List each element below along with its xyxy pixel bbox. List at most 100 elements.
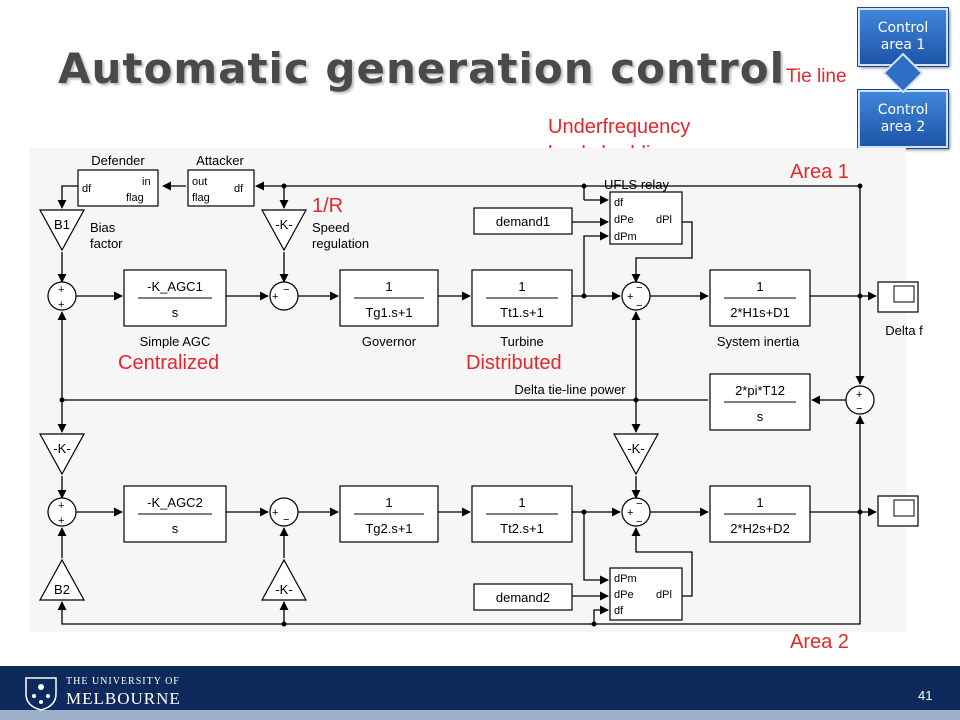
ufls-annotation-line1: Underfrequency: [548, 116, 691, 138]
ufls1-title: UFLS relay: [604, 177, 670, 192]
sign-agc1-top: +: [58, 284, 64, 296]
ufls1-in2: dPe: [614, 214, 634, 226]
tie-line-connector-icon: [882, 52, 924, 94]
ufls2-in1: dPm: [614, 573, 637, 585]
slide-title: Automatic generation control: [58, 44, 785, 93]
attacker-port-out: out: [192, 176, 207, 188]
inertia1-den: 2*H1s+D1: [730, 305, 790, 320]
ufls2-out: dPl: [656, 589, 672, 601]
control-area-1-label: Control area 1: [877, 19, 929, 54]
b1-caption1: Bias: [90, 220, 116, 235]
ufls1-in1: df: [614, 197, 624, 209]
turb2-den: Tt2.s+1: [500, 521, 544, 536]
sum-agc2: [47, 497, 77, 527]
demand2-block: [473, 583, 573, 611]
inertia2-den: 2*H2s+D2: [730, 521, 790, 536]
gov2-num: 1: [385, 495, 392, 510]
sign-gov2-bottom: −: [283, 514, 289, 526]
area2-annotation: Area 2: [790, 631, 849, 653]
university-line2: MELBOURNE: [66, 689, 181, 708]
sign-in2-top: −: [636, 498, 642, 510]
ufls1-out: dPl: [656, 214, 672, 226]
tie-den: s: [757, 409, 764, 424]
regulation2-gain-block: [260, 558, 308, 601]
agc1-num: -K_AGC1: [147, 279, 203, 294]
defender-port-flag: flag: [126, 192, 144, 204]
page-number: 41: [918, 688, 933, 703]
demand1-block: [473, 207, 573, 235]
gain-r1-label: -K-: [275, 217, 292, 232]
gain-r1-caption1: Speed: [312, 220, 350, 235]
agc-block-diagram: Defender df in flag Attacker out flag df…: [38, 153, 924, 653]
sign-gov2-left: +: [272, 507, 278, 519]
ufls2-in3: df: [614, 605, 624, 617]
sign-gov1-left: +: [272, 291, 278, 303]
b2-label: B2: [54, 582, 70, 597]
sum-gov1: [269, 281, 299, 311]
sign-tie-bottom: −: [856, 403, 862, 415]
tie-caption: Delta tie-line power: [514, 382, 626, 397]
sum-tie: [845, 385, 875, 415]
agc1-den: s: [172, 305, 179, 320]
gov1-caption: Governor: [362, 334, 417, 349]
defender-block: [77, 169, 159, 207]
defender-port-df: df: [82, 183, 92, 195]
area1-annotation: Area 1: [790, 161, 849, 183]
sign-in2-left: +: [627, 507, 633, 519]
agc2-num: -K_AGC2: [147, 495, 203, 510]
demand1-label: demand1: [496, 214, 550, 229]
sum-gov2: [269, 497, 299, 527]
gain-r1-caption2: regulation: [312, 236, 369, 251]
inertia1-caption: System inertia: [717, 334, 800, 349]
ufls1-in3: dPm: [614, 231, 637, 243]
speed-regulation-gain-block: [260, 209, 308, 252]
b1-gain-block: [38, 209, 86, 252]
defender-port-in: in: [142, 176, 151, 188]
sign-agc2-bottom: +: [58, 515, 64, 527]
attacker-title: Attacker: [196, 153, 244, 168]
inertia1-num: 1: [756, 279, 763, 294]
sum-inertia2: [621, 497, 651, 527]
one-over-r-annotation: 1/R: [312, 195, 343, 217]
sign-agc1-bottom: +: [58, 299, 64, 311]
b1-caption2: factor: [90, 236, 123, 251]
sign-agc2-top: +: [58, 500, 64, 512]
control-area-1-box: Control area 1: [858, 8, 948, 66]
sum-inertia1: [621, 281, 651, 311]
gov1-den: Tg1.s+1: [365, 305, 412, 320]
attacker-block: [187, 169, 255, 207]
gov2-den: Tg2.s+1: [365, 521, 412, 536]
university-crest-icon: [25, 677, 57, 711]
turb2-num: 1: [518, 495, 525, 510]
scope1-caption: Delta f: [885, 323, 923, 338]
control-area-2-label: Control area 2: [877, 101, 929, 136]
left-gain-block: [38, 433, 86, 476]
demand2-label: demand2: [496, 590, 550, 605]
inertia2-num: 1: [756, 495, 763, 510]
turb1-caption: Turbine: [500, 334, 544, 349]
distributed-annotation: Distributed: [466, 352, 562, 374]
sign-in1-bottom: −: [636, 300, 642, 312]
b2-gain-block: [38, 558, 86, 601]
mid-gain-block: [612, 433, 660, 476]
tie-line-label: Tie line: [786, 66, 847, 87]
gain-r2-label: -K-: [275, 582, 292, 597]
ufls2-in2: dPe: [614, 589, 634, 601]
university-line1: THE UNIVERSITY OF: [66, 676, 180, 687]
sign-in1-left: +: [627, 291, 633, 303]
gov1-num: 1: [385, 279, 392, 294]
agc1-caption: Simple AGC: [140, 334, 211, 349]
attacker-port-flag: flag: [192, 192, 210, 204]
ufls2-block: [609, 567, 683, 621]
sign-gov1-top: −: [283, 284, 289, 296]
attacker-port-df: df: [234, 183, 244, 195]
sign-tie-top: +: [856, 389, 862, 401]
defender-title: Defender: [91, 153, 145, 168]
university-logo: THE UNIVERSITY OF MELBOURNE: [66, 676, 181, 709]
sum-agc1: [47, 281, 77, 311]
turb1-den: Tt1.s+1: [500, 305, 544, 320]
footer-strip: [0, 710, 960, 720]
turb1-num: 1: [518, 279, 525, 294]
centralized-annotation: Centralized: [118, 352, 219, 374]
gain-left-label: -K-: [53, 441, 70, 456]
